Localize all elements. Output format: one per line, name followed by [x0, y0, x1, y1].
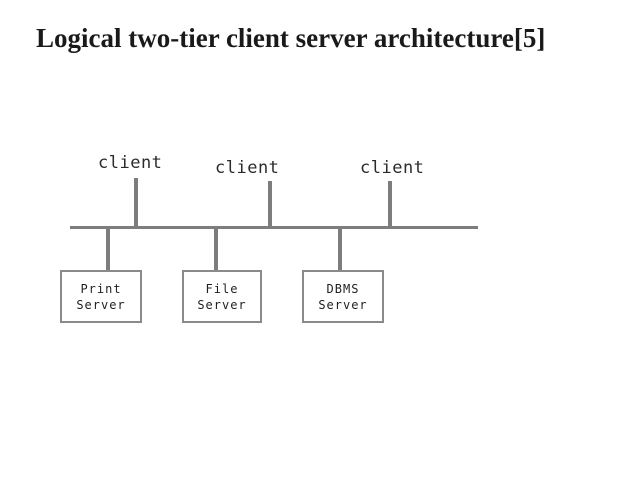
- server-box-dbms-line1: DBMS: [326, 281, 360, 296]
- client-label-1: client: [98, 153, 163, 173]
- server-box-print: Print Server: [60, 270, 142, 323]
- server-box-dbms-line2: Server: [318, 297, 368, 312]
- network-bus-line: [70, 226, 478, 229]
- page-title: Logical two-tier client server architect…: [36, 23, 546, 53]
- server-box-file-line2: Server: [197, 297, 247, 312]
- server-connector-1: [106, 228, 110, 272]
- client-label-3: client: [360, 158, 425, 178]
- server-box-file: File Server: [182, 270, 262, 323]
- server-box-print-line1: Print: [80, 281, 122, 296]
- client-connector-3: [388, 181, 392, 227]
- server-connector-3: [338, 228, 342, 272]
- server-box-file-line1: File: [205, 281, 239, 296]
- client-label-2: client: [215, 158, 280, 178]
- server-box-print-line2: Server: [76, 297, 126, 312]
- server-connector-2: [214, 228, 218, 272]
- server-box-dbms: DBMS Server: [302, 270, 384, 323]
- client-connector-2: [268, 181, 272, 227]
- client-connector-1: [134, 178, 138, 227]
